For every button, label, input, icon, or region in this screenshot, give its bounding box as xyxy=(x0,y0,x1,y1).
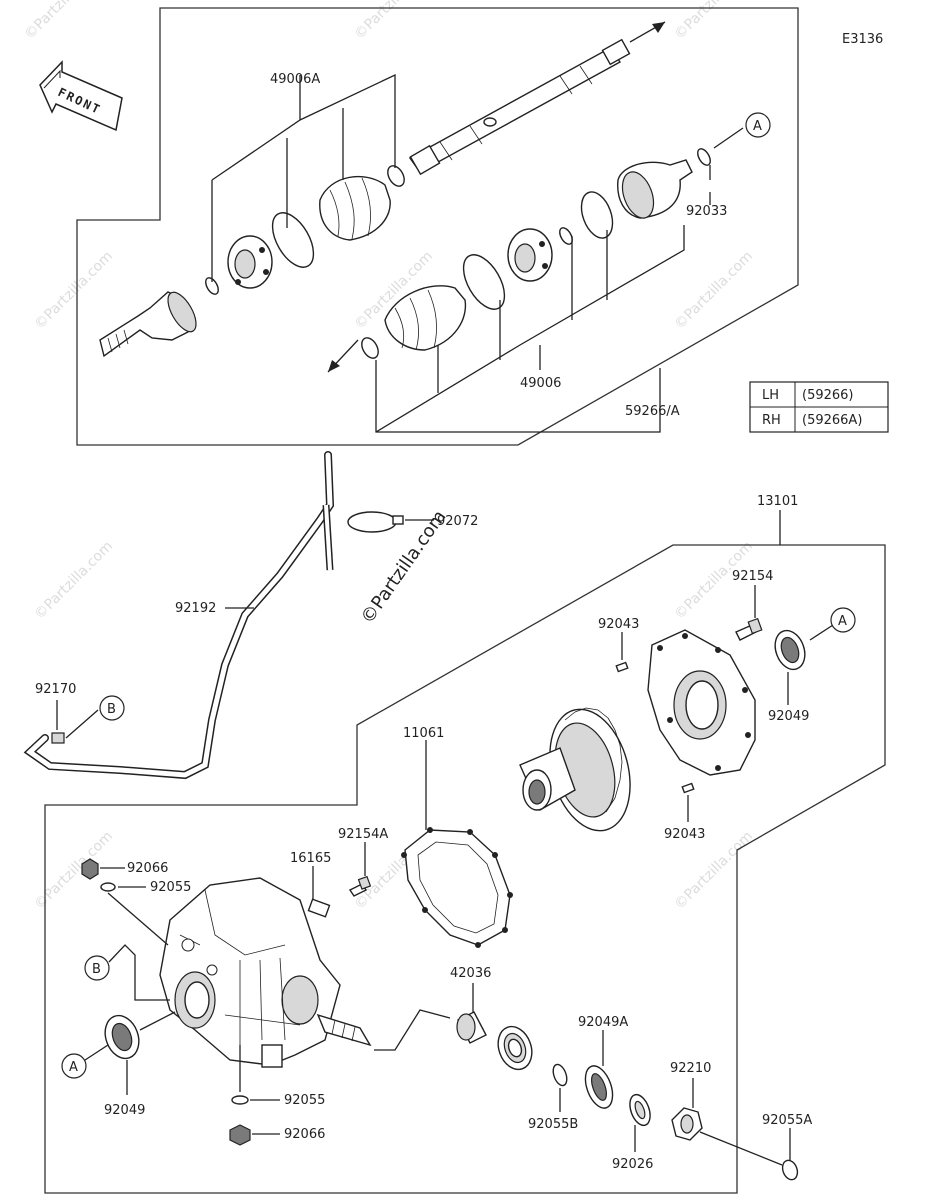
dowel-pin xyxy=(681,782,695,794)
part-label: 92049A xyxy=(578,1015,628,1030)
ring-gear xyxy=(519,707,631,832)
variant-side: LH xyxy=(762,388,779,403)
nut xyxy=(671,1107,703,1141)
part-label: 92055 xyxy=(150,880,191,895)
part-label: 92210 xyxy=(670,1061,711,1076)
variant-code: (59266) xyxy=(802,388,854,403)
boot-small-band-right xyxy=(361,337,379,359)
bolt xyxy=(735,617,763,641)
ref-label: A xyxy=(753,119,762,134)
gasket xyxy=(401,827,513,948)
hose-clamp xyxy=(347,511,404,533)
part-label: 92033 xyxy=(686,204,727,219)
o-ring xyxy=(781,1159,799,1181)
dowel-pin xyxy=(615,661,629,673)
part-label: 92072 xyxy=(437,514,478,529)
cv-boot xyxy=(319,175,391,241)
breather-hose xyxy=(23,451,335,780)
part-label: 16165 xyxy=(290,851,331,866)
o-ring xyxy=(100,882,116,892)
oil-seal xyxy=(774,629,806,671)
watermark: ©Partzilla.com xyxy=(672,248,757,333)
ref-label: A xyxy=(838,614,847,629)
part-label: 13101 xyxy=(757,494,798,509)
plate xyxy=(307,898,331,918)
part-label: 49006A xyxy=(270,72,320,87)
watermark: ©Partzilla.com xyxy=(352,0,437,43)
gear-case xyxy=(159,877,341,1068)
part-label: 92049 xyxy=(104,1103,145,1118)
top-frame xyxy=(76,7,799,446)
watermark: ©Partzilla.com xyxy=(32,248,117,333)
leader-lines-top xyxy=(211,73,744,433)
washer xyxy=(629,1093,651,1127)
part-label: 92055 xyxy=(284,1093,325,1108)
ref-label: A xyxy=(69,1060,78,1075)
watermarks: ©Partzilla.com ©Partzilla.com ©Partzilla… xyxy=(22,0,757,913)
part-label: 11061 xyxy=(403,726,444,741)
part-label: 92049 xyxy=(768,709,809,724)
watermark: ©Partzilla.com xyxy=(32,538,117,623)
circlip xyxy=(580,191,614,239)
case-cover xyxy=(647,629,756,776)
cap-nut xyxy=(229,1124,251,1146)
part-label: 92066 xyxy=(284,1127,325,1142)
part-label: 92043 xyxy=(598,617,639,632)
drive-shaft xyxy=(408,21,666,173)
part-label: 92055A xyxy=(762,1113,812,1128)
part-label: 92043 xyxy=(664,827,705,842)
part-label: 59266/A xyxy=(625,404,680,419)
ball-bearing xyxy=(497,1025,533,1071)
front-arrow-icon: FRONT xyxy=(39,60,123,132)
cv-bearing-cage-right xyxy=(507,228,553,282)
variant-table: LH (59266) RH (59266A) xyxy=(749,381,889,433)
bottom-frame xyxy=(44,544,886,1194)
part-label: 42036 xyxy=(450,966,491,981)
oil-seal xyxy=(104,1014,140,1060)
ref-label: B xyxy=(92,962,101,977)
snap-ring-mid xyxy=(559,227,573,245)
bolt xyxy=(348,875,372,897)
outer-cv-joint xyxy=(99,291,197,358)
hose-clip xyxy=(51,732,65,744)
variant-code: (59266A) xyxy=(802,413,862,428)
shaft-spline xyxy=(409,144,441,176)
part-label: 92170 xyxy=(35,682,76,697)
part-label: 92055B xyxy=(528,1117,578,1132)
snap-ring xyxy=(205,277,219,295)
bushing xyxy=(456,1011,487,1044)
ref-circle-a: A xyxy=(830,607,856,633)
watermark: ©Partzilla.com xyxy=(32,828,117,913)
ref-circle-a: A xyxy=(745,112,771,138)
cv-bearing-cage xyxy=(227,235,273,289)
boot-band xyxy=(271,212,315,268)
boot-band-right xyxy=(462,254,506,310)
diagram-code: E3136 xyxy=(842,32,883,47)
part-label: 92154 xyxy=(732,569,773,584)
ref-label: B xyxy=(107,702,116,717)
ref-circle-b: B xyxy=(99,695,125,721)
ref-circle-a: A xyxy=(61,1053,87,1079)
part-label: 49006 xyxy=(520,376,561,391)
part-label: 92192 xyxy=(175,601,216,616)
watermark: ©Partzilla.com xyxy=(22,0,107,43)
o-ring xyxy=(552,1063,568,1087)
variant-side: RH xyxy=(762,413,781,428)
cv-boot-right xyxy=(384,285,467,351)
ref-circle-b: B xyxy=(84,955,110,981)
o-ring xyxy=(231,1095,249,1105)
cap-nut xyxy=(81,858,99,880)
boot-small-band xyxy=(387,165,405,187)
part-label: 92026 xyxy=(612,1157,653,1172)
part-label: 92066 xyxy=(127,861,168,876)
snap-ring-right xyxy=(697,148,711,166)
part-label: 92154A xyxy=(338,827,388,842)
oil-seal xyxy=(584,1065,614,1109)
watermark: ©Partzilla.com xyxy=(672,0,757,43)
output-shaft xyxy=(316,1013,372,1047)
inner-cv-joint xyxy=(617,159,693,219)
